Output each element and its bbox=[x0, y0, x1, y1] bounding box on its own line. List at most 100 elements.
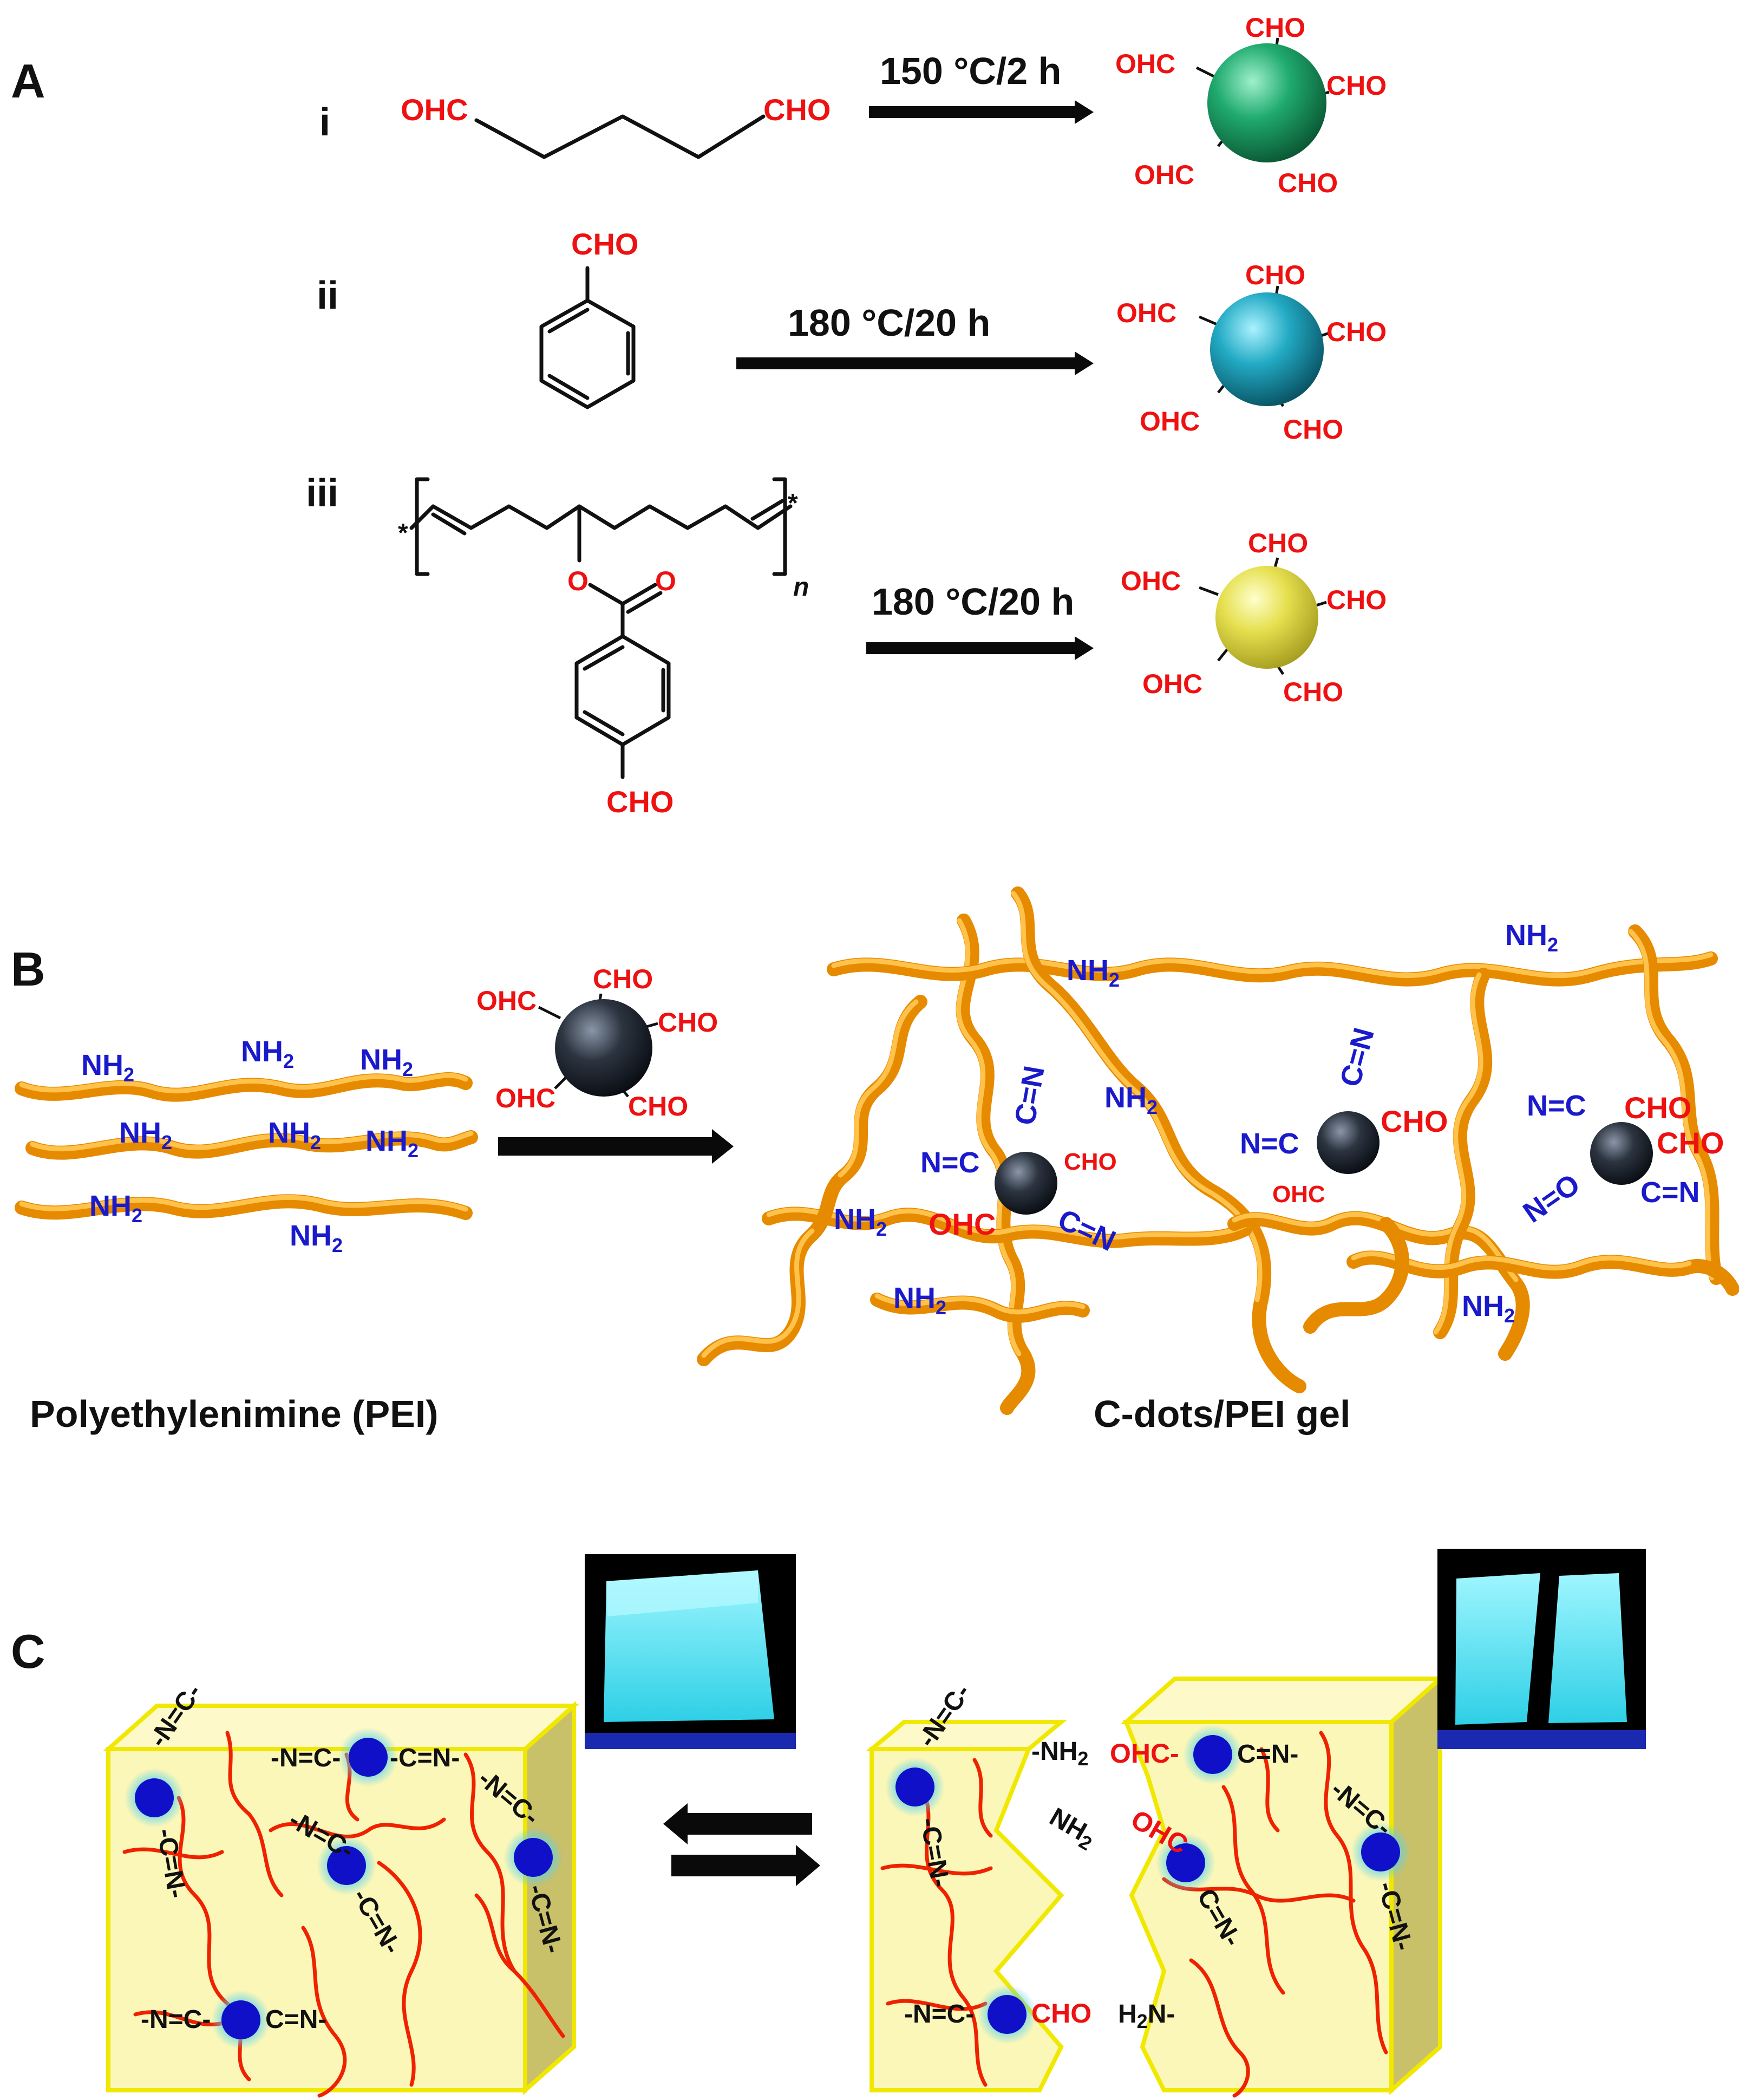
row-iii-label: iii bbox=[306, 472, 338, 515]
row-i: i OHC CHO 150 °C/2 h CHO OHC CHO OHC CHO bbox=[319, 12, 1387, 198]
dot-label: CHO bbox=[1283, 414, 1343, 445]
dark-dot-sphere bbox=[555, 999, 652, 1097]
amine-label: NH2 bbox=[893, 1282, 946, 1319]
imine-label: N=C bbox=[1240, 1127, 1299, 1160]
panel-a: A i OHC CHO 150 °C/2 h CHO OHC CHO bbox=[11, 12, 1387, 819]
row-i-arrow bbox=[869, 100, 1094, 124]
amine-label: NH2 bbox=[1104, 1081, 1158, 1118]
panel-c-letter: C bbox=[11, 1625, 45, 1678]
gel-network bbox=[697, 886, 1739, 1415]
imine-label: C=N bbox=[1009, 1064, 1051, 1127]
dot-label: CHO bbox=[1248, 528, 1308, 558]
amine-label: -NH2 bbox=[1031, 1737, 1088, 1770]
amine-label: NH2 bbox=[268, 1117, 321, 1153]
gel-dot-3: N=C CHO CHO N=O C=N bbox=[1517, 1090, 1724, 1229]
glowing-dots bbox=[125, 1727, 563, 2050]
dark-dot-sphere bbox=[1590, 1122, 1653, 1185]
yellow-carbon-dot: CHO OHC CHO OHC CHO bbox=[1121, 528, 1387, 707]
dark-dot-sphere bbox=[995, 1152, 1057, 1215]
imine-label: -N=C- bbox=[271, 1744, 341, 1772]
amine-label: NH2 bbox=[1043, 1803, 1101, 1855]
panel-b: B NH2 NH2 NH2 NH2 NH2 NH2 NH2 NH2 Polyet… bbox=[11, 886, 1739, 1435]
amine-label: NH2 bbox=[1505, 919, 1558, 956]
yellow-dot-sphere bbox=[1215, 566, 1318, 669]
star-right: * bbox=[788, 489, 798, 518]
dot-label: CHO bbox=[1245, 260, 1305, 290]
imine-label: C=N bbox=[1640, 1176, 1700, 1209]
dot-label: CHO bbox=[658, 1007, 718, 1038]
star-left: * bbox=[398, 519, 408, 547]
glowing-dots-right bbox=[885, 1725, 1410, 2044]
dot bbox=[221, 2000, 260, 2039]
dark-dot-sphere bbox=[1317, 1111, 1380, 1174]
row-iii-condition: 180 °C/20 h bbox=[872, 581, 1074, 623]
dot-label: CHO bbox=[1278, 168, 1338, 198]
gel-dot-2: N=C C=N CHO OHC bbox=[1240, 1025, 1448, 1208]
dot-label: CHO bbox=[593, 964, 653, 994]
row-iii-arrow bbox=[866, 636, 1094, 660]
benzaldehyde-ring bbox=[539, 266, 636, 409]
aldehyde-label: CHO bbox=[1031, 1998, 1091, 2029]
dot bbox=[988, 1995, 1027, 2034]
panel-b-arrow bbox=[498, 1129, 734, 1164]
dot-label: CHO bbox=[1245, 12, 1305, 43]
dot-label: OHC bbox=[1116, 298, 1176, 328]
imine-label: N=C bbox=[1527, 1090, 1586, 1122]
dot bbox=[895, 1768, 934, 1806]
right-bracket bbox=[772, 477, 787, 576]
amine-label: NH2 bbox=[81, 1049, 134, 1086]
aldehyde-label: OHC bbox=[929, 1207, 996, 1241]
amine-label: NH2 bbox=[241, 1035, 294, 1072]
left-bracket bbox=[415, 477, 430, 576]
amine-label: NH2 bbox=[89, 1190, 142, 1227]
broken-gel: -N=C- -C=N- -NH2 NH2 OHC- C=N- OHC C=N- … bbox=[865, 1674, 1446, 2098]
dot bbox=[514, 1838, 553, 1877]
polymer-structure: * * O O CHO n bbox=[398, 477, 809, 819]
amine-label: NH2 bbox=[360, 1044, 413, 1080]
intact-gel-photo bbox=[585, 1554, 796, 1749]
green-dot-sphere bbox=[1207, 43, 1326, 162]
dot-label: CHO bbox=[1283, 677, 1343, 707]
row-i-label: i bbox=[319, 101, 330, 144]
reagent-carbon-dot: CHO OHC CHO OHC CHO bbox=[476, 964, 718, 1121]
dot-label: CHO bbox=[1326, 317, 1387, 347]
dot bbox=[349, 1738, 388, 1777]
ester-oxygen: O bbox=[567, 566, 589, 596]
pei-amine-labels: NH2 NH2 NH2 NH2 NH2 NH2 NH2 NH2 bbox=[81, 1035, 419, 1256]
dot-label: CHO bbox=[1326, 70, 1387, 101]
row-iii: iii * * O O CHO bbox=[306, 472, 1387, 819]
amine-label: H2N- bbox=[1118, 2000, 1175, 2032]
dot-label: CHO bbox=[1326, 585, 1387, 615]
dot-label: OHC bbox=[1142, 669, 1202, 699]
cyan-carbon-dot: CHO OHC CHO OHC CHO bbox=[1116, 260, 1387, 445]
aldehyde-label: CHO bbox=[1624, 1091, 1691, 1125]
dot-label: OHC bbox=[1134, 160, 1194, 190]
pei-strands bbox=[15, 1072, 478, 1220]
aldehyde-label: CHO bbox=[1381, 1104, 1448, 1138]
carbonyl-oxygen: O bbox=[655, 566, 676, 596]
dot bbox=[135, 1778, 174, 1817]
aldehyde-label: OHC bbox=[1272, 1181, 1325, 1208]
glutaraldehyde-chain bbox=[474, 114, 766, 159]
dot-label: OHC bbox=[476, 986, 537, 1016]
aldehyde-label: CHO bbox=[1064, 1149, 1117, 1175]
polymer-chains-right bbox=[880, 1731, 1388, 2098]
amine-label: NH2 bbox=[1067, 954, 1120, 991]
repeat-n: n bbox=[793, 573, 809, 602]
equilibrium-arrows bbox=[663, 1803, 820, 1886]
imine-label: N=O bbox=[1517, 1168, 1586, 1229]
dot bbox=[1361, 1832, 1400, 1871]
glutaraldehyde-ohc-label: OHC bbox=[401, 93, 468, 127]
amine-label: NH2 bbox=[119, 1117, 172, 1153]
imine-label: -N=C- bbox=[141, 2005, 211, 2034]
polymer-cho-label: CHO bbox=[606, 785, 674, 819]
cyan-dot-sphere bbox=[1210, 292, 1324, 406]
green-carbon-dot: CHO OHC CHO OHC CHO bbox=[1115, 12, 1387, 198]
aldehyde-label: CHO bbox=[1657, 1126, 1724, 1160]
row-i-condition: 150 °C/2 h bbox=[880, 50, 1061, 92]
imine-label: N=C bbox=[920, 1146, 980, 1179]
imine-label: C=N bbox=[1334, 1025, 1381, 1090]
imine-label: C=N- bbox=[265, 2005, 326, 2034]
imine-label: -N=C- bbox=[904, 2000, 974, 2029]
